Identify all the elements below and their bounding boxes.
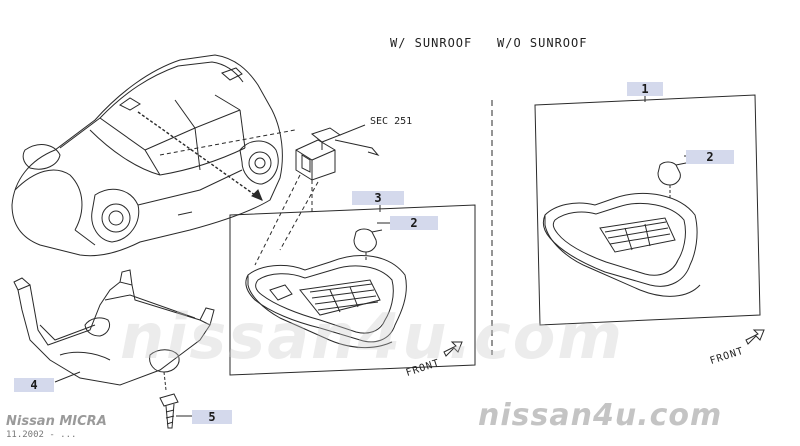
callout-part-4[interactable]: 4 bbox=[14, 378, 54, 392]
section-reference: SEC 251 bbox=[370, 116, 413, 127]
bulb-right bbox=[657, 161, 687, 198]
callout-part-1[interactable]: 1 bbox=[627, 82, 663, 96]
screw-part-5 bbox=[159, 393, 179, 429]
bulb-left bbox=[353, 228, 383, 262]
switch-part bbox=[295, 124, 380, 181]
callout-part-2-left[interactable]: 2 bbox=[390, 216, 438, 230]
callout-part-5[interactable]: 5 bbox=[192, 410, 232, 424]
watermark-site: nissan4u.com bbox=[478, 398, 723, 433]
callout-part-3[interactable]: 3 bbox=[352, 191, 404, 205]
lamp-with-sunroof bbox=[245, 255, 407, 349]
without-sunroof-heading: W/O SUNROOF bbox=[497, 36, 588, 50]
bracket-part-4 bbox=[13, 269, 215, 391]
watermark-faint: nissan4u.com bbox=[120, 300, 624, 373]
lamp-without-sunroof bbox=[542, 192, 701, 297]
model-date: 11.2002 - ... bbox=[6, 430, 77, 440]
front-arrow-icon bbox=[443, 341, 463, 357]
front-arrow-icon bbox=[745, 329, 765, 345]
callout-part-2-right[interactable]: 2 bbox=[686, 150, 734, 164]
with-sunroof-heading: W/ SUNROOF bbox=[390, 36, 473, 50]
model-name: Nissan MICRA bbox=[6, 414, 107, 429]
car-illustration bbox=[11, 54, 283, 257]
box-without-sunroof bbox=[534, 90, 761, 326]
